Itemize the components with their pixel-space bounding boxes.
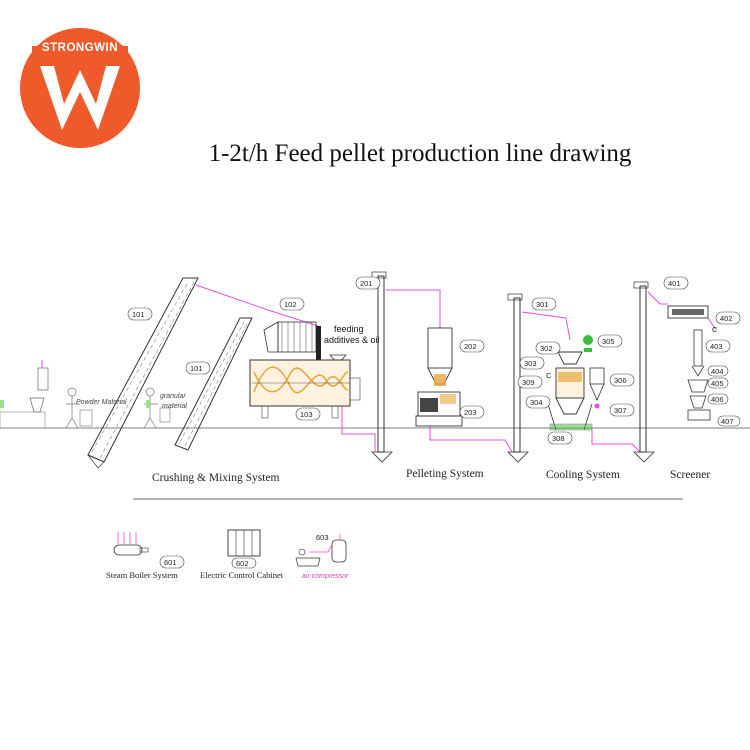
tag-304: 304	[530, 398, 543, 407]
feeding-label-1: feeding	[334, 324, 364, 334]
tag-404: 404	[711, 367, 724, 376]
elevator-401-icon	[633, 281, 655, 463]
tag-403: 403	[710, 342, 723, 351]
tag-307: 307	[614, 406, 627, 415]
mixer-icon	[249, 359, 361, 419]
tag-603: 603	[316, 533, 329, 542]
steam-boiler-label: Steam Boiler System	[106, 570, 178, 580]
tag-301: 301	[536, 300, 549, 309]
pellet-mill-icon	[415, 391, 463, 427]
tag-309: 309	[522, 378, 535, 387]
tag-402: 402	[720, 314, 733, 323]
feeding-label-2: additives & oil	[324, 335, 380, 345]
compressor-icon	[295, 534, 347, 567]
bucket-elevator-icon	[87, 277, 199, 469]
system-cooling: Cooling System	[546, 469, 620, 481]
tag-407: 407	[721, 417, 734, 426]
tag-303: 303	[524, 359, 537, 368]
tag-103: 103	[300, 410, 313, 419]
system-pelleting: Pelleting System	[406, 468, 484, 480]
tag-305: 305	[602, 337, 615, 346]
electric-cabinet-label: Electric Control Cabinet	[200, 570, 284, 580]
tag-201: 201	[360, 279, 373, 288]
tag-302: 302	[540, 344, 553, 353]
tag-306: 306	[614, 376, 627, 385]
tag-405: 405	[711, 379, 724, 388]
granular-worker-icon	[143, 387, 171, 429]
cabinet-icon	[227, 529, 261, 557]
tag-101a: 101	[132, 310, 145, 319]
powder-material-label: Powder Material	[76, 399, 127, 406]
fan-icon	[583, 335, 593, 352]
tag-202: 202	[464, 342, 477, 351]
system-crushing-mixing: Crushing & Mixing System	[152, 472, 280, 484]
feed-bin-icon	[427, 327, 453, 386]
c-label-2: C	[712, 325, 718, 334]
tag-102: 102	[284, 300, 297, 309]
c-label-1: C	[546, 371, 552, 380]
screener-icon	[667, 305, 717, 421]
crusher-icon	[263, 321, 317, 353]
tag-203: 203	[464, 408, 477, 417]
tag-602: 602	[236, 559, 249, 568]
granular-label-1: granular	[160, 393, 186, 400]
elevator-201-icon	[371, 271, 393, 463]
tag-406: 406	[711, 395, 724, 404]
system-screener: Screener	[670, 469, 710, 481]
tag-401: 401	[668, 279, 681, 288]
brand-name: STRONGWIN	[41, 42, 119, 54]
tag-601: 601	[164, 558, 177, 567]
tag-308: 308	[552, 434, 565, 443]
page-title: 1-2t/h Feed pellet production line drawi…	[208, 140, 632, 167]
powder-worker-icon	[65, 387, 93, 429]
air-compressor-label: air compressor	[302, 573, 349, 580]
cyclone-icon	[589, 367, 605, 409]
boiler-icon	[113, 532, 149, 556]
tag-101b: 101	[190, 364, 203, 373]
cooler-icon	[547, 351, 593, 431]
granular-label-2: material	[162, 403, 187, 410]
elevator-301-icon	[507, 293, 529, 463]
bucket-elevator-2-icon	[174, 317, 253, 451]
intake-equipment-icon	[0, 360, 49, 429]
strongwin-logo	[20, 28, 140, 148]
